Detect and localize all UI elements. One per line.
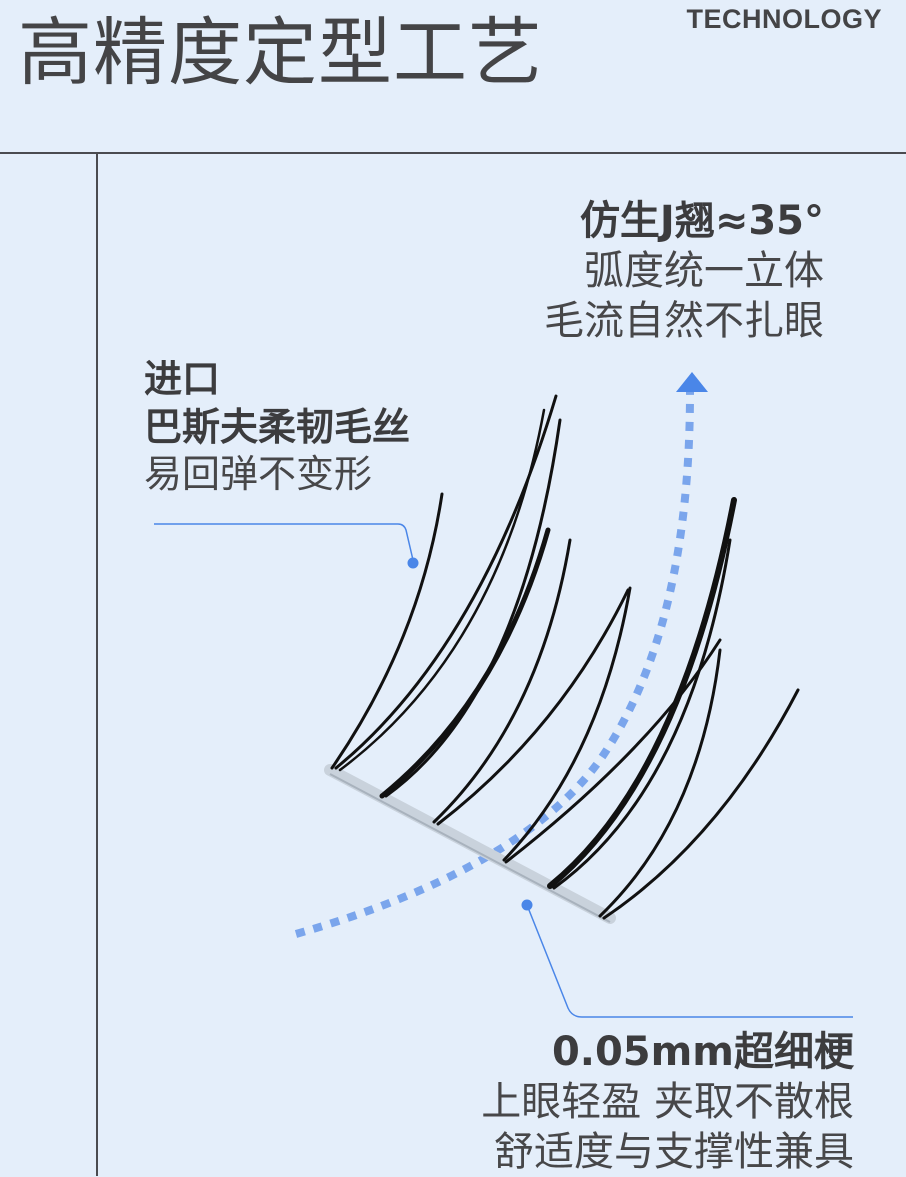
- stem-callout: 0.05mm超细梗 上眼轻盈 夹取不散根 舒适度与支撑性兼具: [481, 1027, 854, 1177]
- horizontal-divider: [0, 152, 906, 154]
- lash-strands: [330, 394, 800, 920]
- stem-line-2: 舒适度与支撑性兼具: [494, 1129, 854, 1175]
- fiber-callout: 进口 巴斯夫柔韧毛丝 易回弹不变形: [144, 356, 410, 499]
- fiber-line-1: 易回弹不变形: [144, 452, 373, 496]
- curl-line-2: 毛流自然不扎眼: [544, 298, 824, 344]
- curl-callout: 仿生J翘≈35° 弧度统一立体 毛流自然不扎眼: [544, 196, 824, 346]
- page-subtitle: TECHNOLOGY: [686, 4, 882, 34]
- lash-band: [324, 764, 616, 924]
- stem-line-1: 上眼轻盈 夹取不散根: [481, 1079, 854, 1125]
- fiber-heading-1: 进口: [144, 357, 221, 401]
- vertical-divider: [96, 152, 98, 1176]
- curl-heading: 仿生J翘≈35°: [579, 198, 824, 244]
- stem-heading: 0.05mm超细梗: [551, 1029, 854, 1075]
- curve-arrow-icon: [294, 372, 708, 938]
- fiber-heading-2: 巴斯夫柔韧毛丝: [144, 404, 411, 449]
- page-title: 高精度定型工艺: [18, 10, 543, 96]
- curl-line-1: 弧度统一立体: [584, 248, 824, 294]
- fiber-callout-leader: [154, 523, 419, 569]
- stem-callout-leader: [521, 899, 853, 1018]
- callout-dot-icon: [407, 557, 419, 569]
